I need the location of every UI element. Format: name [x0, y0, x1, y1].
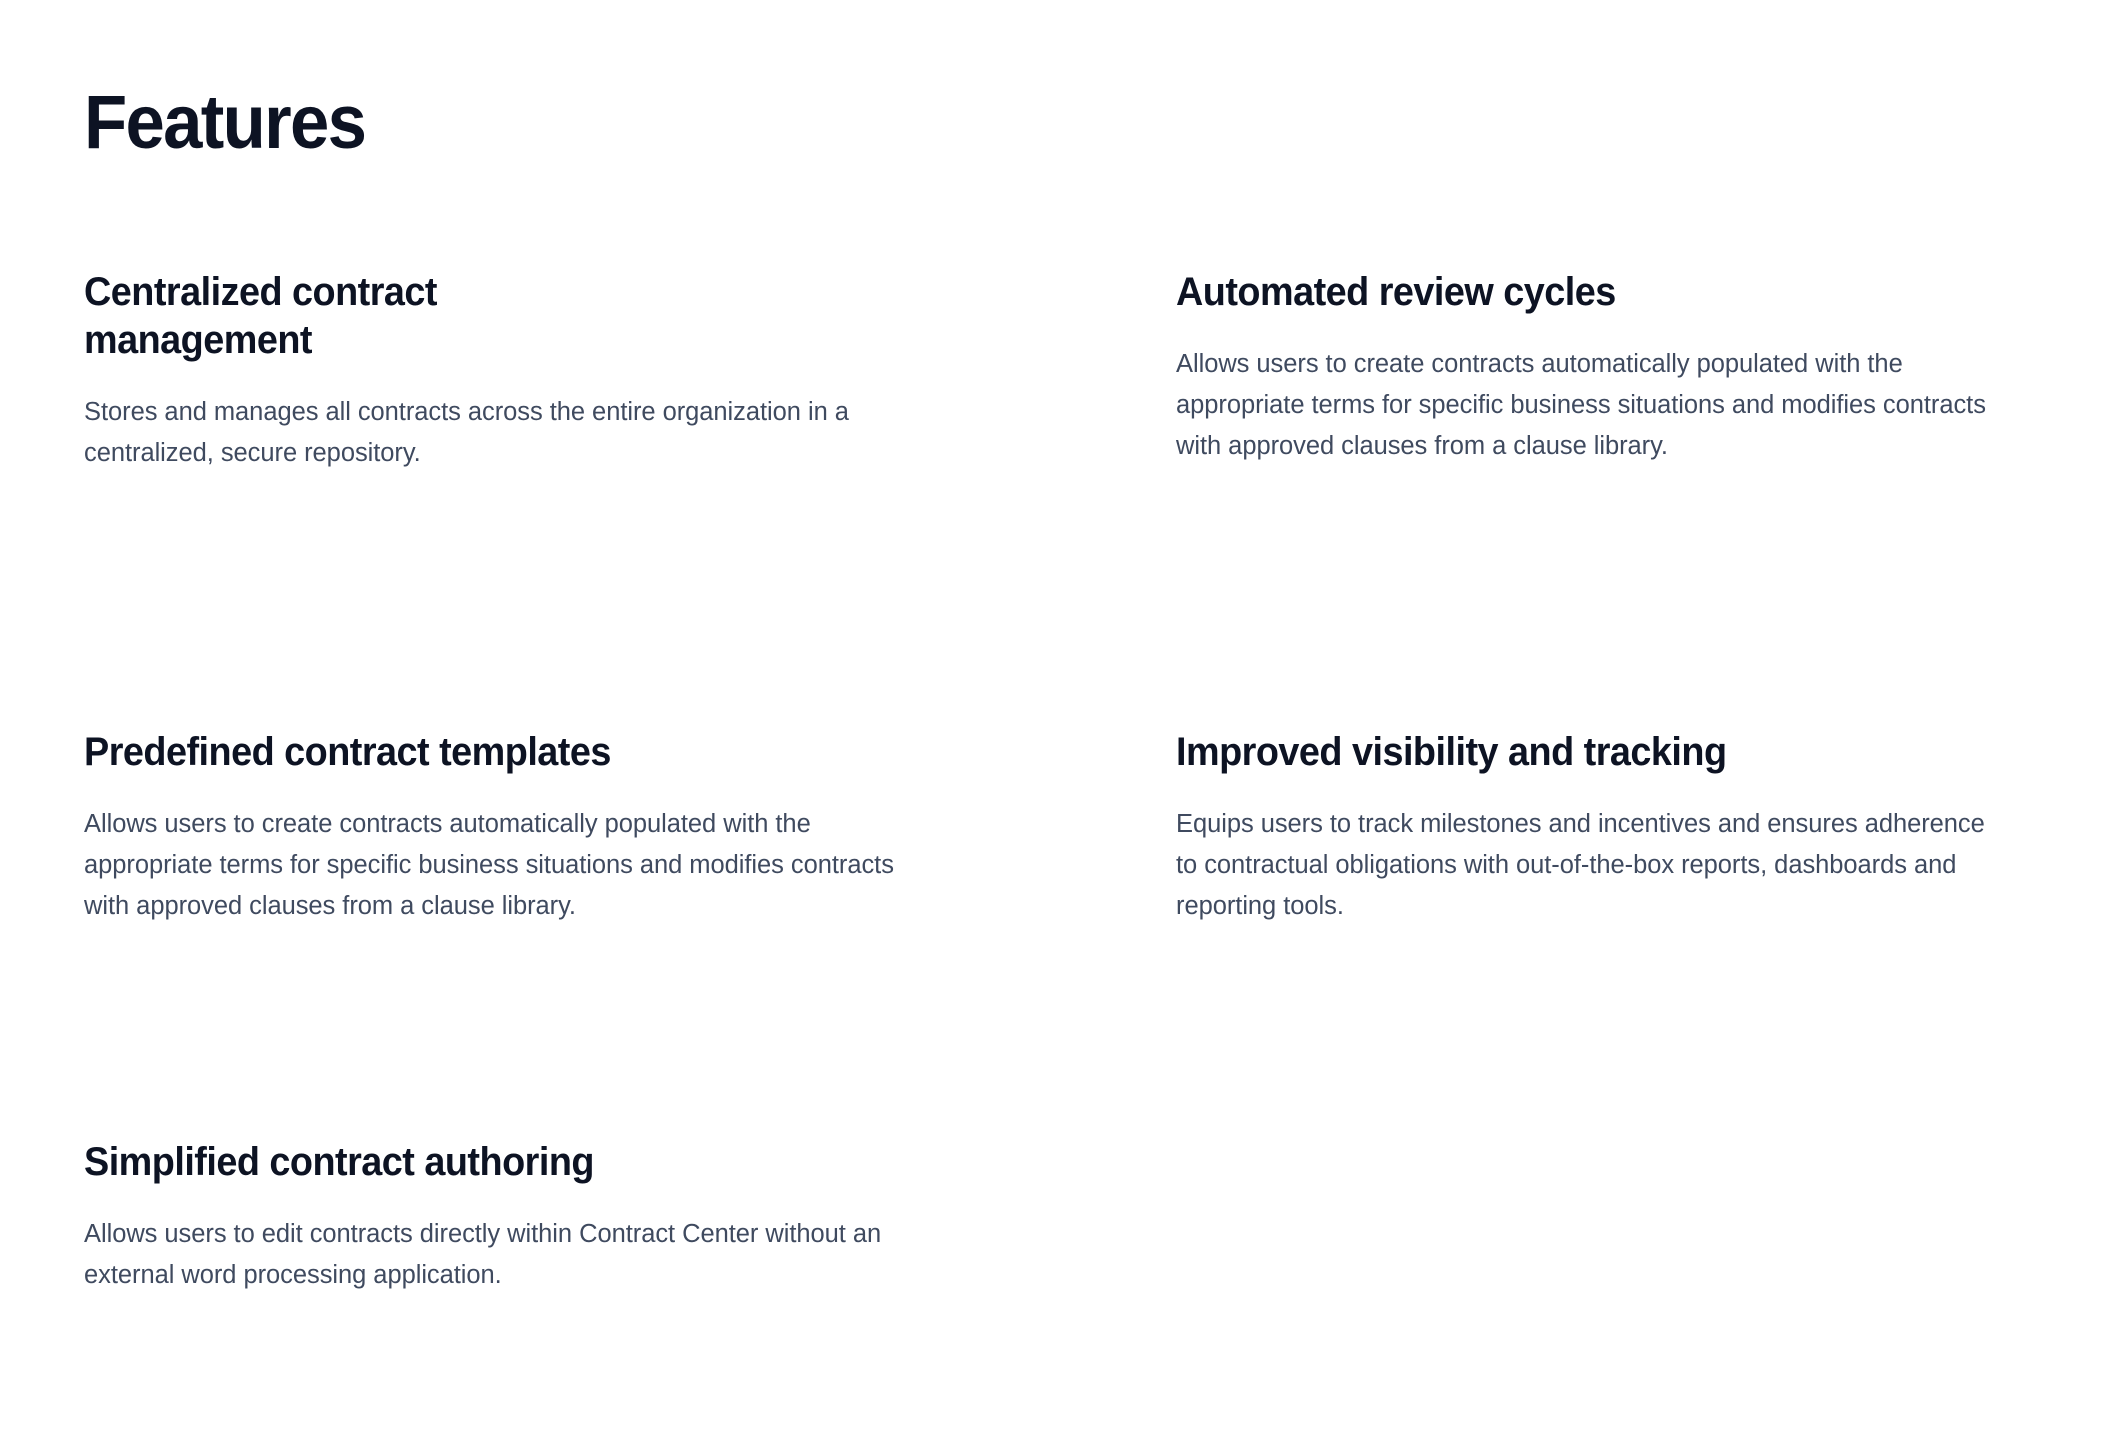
feature-heading: Automated review cycles [1176, 270, 1616, 314]
feature-heading: Simplified contract authoring [84, 1140, 594, 1184]
feature-card-predefined-contract-templates: Predefined contract templates Allows use… [84, 728, 1176, 1138]
feature-card-centralized-contract-management: Centralized contract management Stores a… [84, 268, 1176, 728]
feature-description: Allows users to create contracts automat… [84, 810, 894, 920]
feature-heading: Centralized contract management [84, 270, 438, 362]
features-grid: Centralized contract management Stores a… [84, 268, 2044, 1296]
feature-card-improved-visibility-and-tracking: Improved visibility and tracking Equips … [1176, 728, 2103, 1138]
page-title: Features [84, 79, 367, 165]
feature-card-simplified-contract-authoring: Simplified contract authoring Allows use… [84, 1138, 1176, 1296]
feature-description: Allows users to create contracts automat… [1176, 350, 1986, 460]
feature-heading: Predefined contract templates [84, 730, 611, 774]
feature-description: Equips users to track milestones and inc… [1176, 810, 1985, 920]
feature-heading: Improved visibility and tracking [1176, 730, 1727, 774]
feature-description: Allows users to edit contracts directly … [84, 1220, 882, 1289]
feature-card-automated-review-cycles: Automated review cycles Allows users to … [1176, 268, 2103, 728]
feature-description: Stores and manages all contracts across … [84, 398, 849, 467]
